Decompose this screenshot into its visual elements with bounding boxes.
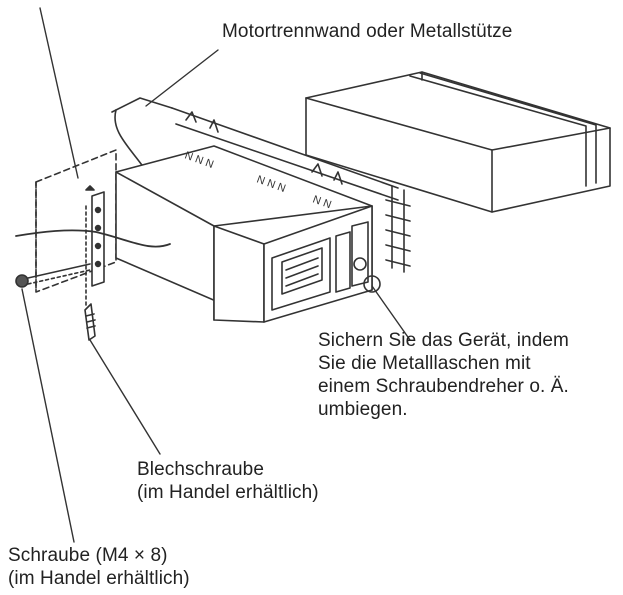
secure-unit-label: Sichern Sie das Gerät, indem Sie die Met… [318, 329, 569, 421]
screw-m4-label: Schraube (M4 × 8) (im Handel erhältlich) [8, 544, 190, 590]
secure-unit-line: Sichern Sie das Gerät, indem [318, 330, 569, 351]
head-unit: N N N N N N N N [115, 111, 381, 323]
screw-m4-line: (im Handel erhältlich) [8, 568, 190, 589]
secure-unit-line: einem Schraubendreher o. Ä. [318, 376, 569, 397]
leader-lines [21, 7, 411, 543]
sheet-metal-screw-line: (im Handel erhältlich) [137, 482, 319, 503]
bulkhead-label: Motortrennwand oder Metallstütze [222, 21, 513, 42]
secure-unit-line: umbiegen. [318, 399, 408, 420]
cable [15, 229, 171, 248]
sheet-metal-screw-label: Blechschraube (im Handel erhältlich) [137, 458, 319, 504]
screw-m4-icon [15, 263, 91, 288]
sheet-metal-screw-line: Blechschraube [137, 459, 264, 480]
sheet-metal-screw-icon [84, 303, 96, 341]
screw-m4-line: Schraube (M4 × 8) [8, 545, 168, 566]
bulkhead-panel [111, 97, 411, 273]
metal-sleeve [305, 71, 611, 213]
secure-unit-line: Sie die Metalllaschen mit [318, 353, 531, 374]
mounting-bracket [85, 185, 105, 307]
